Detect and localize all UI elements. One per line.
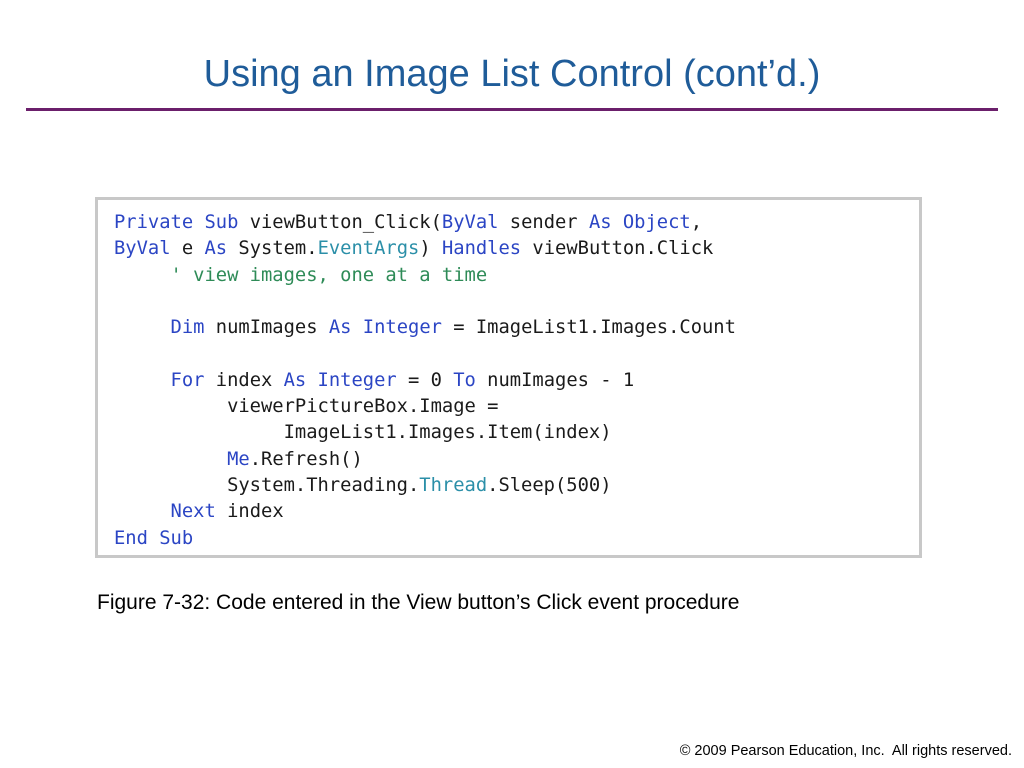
code-line: ImageList1.Images.Item(index) bbox=[114, 420, 919, 446]
code-line: ' view images, one at a time bbox=[114, 263, 919, 289]
code-line: System.Threading.Thread.Sleep(500) bbox=[114, 473, 919, 499]
title-divider bbox=[26, 108, 998, 111]
code-text: sender bbox=[498, 212, 589, 233]
code-keyword: End Sub bbox=[114, 527, 194, 549]
code-line: Next index bbox=[114, 499, 919, 525]
code-keyword: Me bbox=[227, 448, 250, 470]
code-keyword: To bbox=[453, 369, 476, 391]
code-keyword: Handles bbox=[441, 238, 522, 260]
code-text: numImages - 1 bbox=[475, 369, 635, 391]
code-type-name: Thread bbox=[419, 474, 488, 496]
code-text: numImages bbox=[204, 317, 329, 339]
code-text: .Sleep(500) bbox=[487, 474, 612, 496]
code-line: Private Sub viewButton_Click(ByVal sende… bbox=[114, 210, 919, 236]
code-text: viewerPictureBox.Image = bbox=[114, 396, 499, 418]
code-text: viewButton_Click( bbox=[238, 212, 442, 233]
code-line: viewerPictureBox.Image = bbox=[114, 394, 919, 420]
code-text bbox=[114, 370, 171, 391]
code-line: For index As Integer = 0 To numImages - … bbox=[114, 368, 919, 394]
code-text: .Refresh() bbox=[249, 448, 363, 470]
code-line: Dim numImages As Integer = ImageList1.Im… bbox=[114, 315, 919, 341]
code-line: Me.Refresh() bbox=[114, 447, 919, 473]
code-text: System.Threading. bbox=[114, 474, 420, 496]
code-text: ImageList1.Images.Item(index) bbox=[114, 422, 612, 444]
code-text bbox=[114, 317, 171, 338]
code-type-name: EventArgs bbox=[317, 238, 420, 260]
code-text: , bbox=[690, 212, 703, 233]
code-text: e bbox=[170, 238, 205, 260]
code-text: ) bbox=[419, 238, 442, 260]
code-line bbox=[114, 341, 919, 367]
code-text: System. bbox=[227, 238, 318, 260]
code-text bbox=[114, 501, 171, 522]
slide-title: Using an Image List Control (cont’d.) bbox=[203, 53, 821, 95]
code-comment: ' view images, one at a time bbox=[114, 264, 488, 286]
code-keyword: For bbox=[170, 369, 205, 391]
code-keyword: As Integer bbox=[328, 317, 442, 339]
code-text: index bbox=[204, 369, 284, 391]
code-keyword: Private Sub bbox=[114, 212, 239, 233]
code-keyword: ByVal bbox=[114, 238, 171, 260]
code-keyword: As Integer bbox=[283, 369, 397, 391]
code-text: viewButton.Click bbox=[521, 238, 714, 260]
figure-caption: Figure 7-32: Code entered in the View bu… bbox=[97, 591, 740, 614]
code-keyword: ByVal bbox=[441, 212, 499, 233]
code-line: End Sub bbox=[114, 526, 919, 552]
code-line: ByVal e As System.EventArgs) Handles vie… bbox=[114, 236, 919, 262]
copyright-notice: © 2009 Pearson Education, Inc. All right… bbox=[679, 743, 1012, 759]
code-line bbox=[114, 289, 919, 315]
code-keyword: Dim bbox=[170, 317, 205, 339]
code-listing: Private Sub viewButton_Click(ByVal sende… bbox=[95, 197, 922, 558]
code-keyword: As bbox=[204, 238, 228, 260]
code-keyword: As Object bbox=[588, 212, 691, 233]
code-keyword: Next bbox=[170, 501, 216, 523]
code-text: = 0 bbox=[396, 369, 454, 391]
code-text: = ImageList1.Images.Count bbox=[441, 317, 736, 339]
code-text bbox=[114, 449, 227, 470]
code-text: index bbox=[215, 501, 284, 523]
